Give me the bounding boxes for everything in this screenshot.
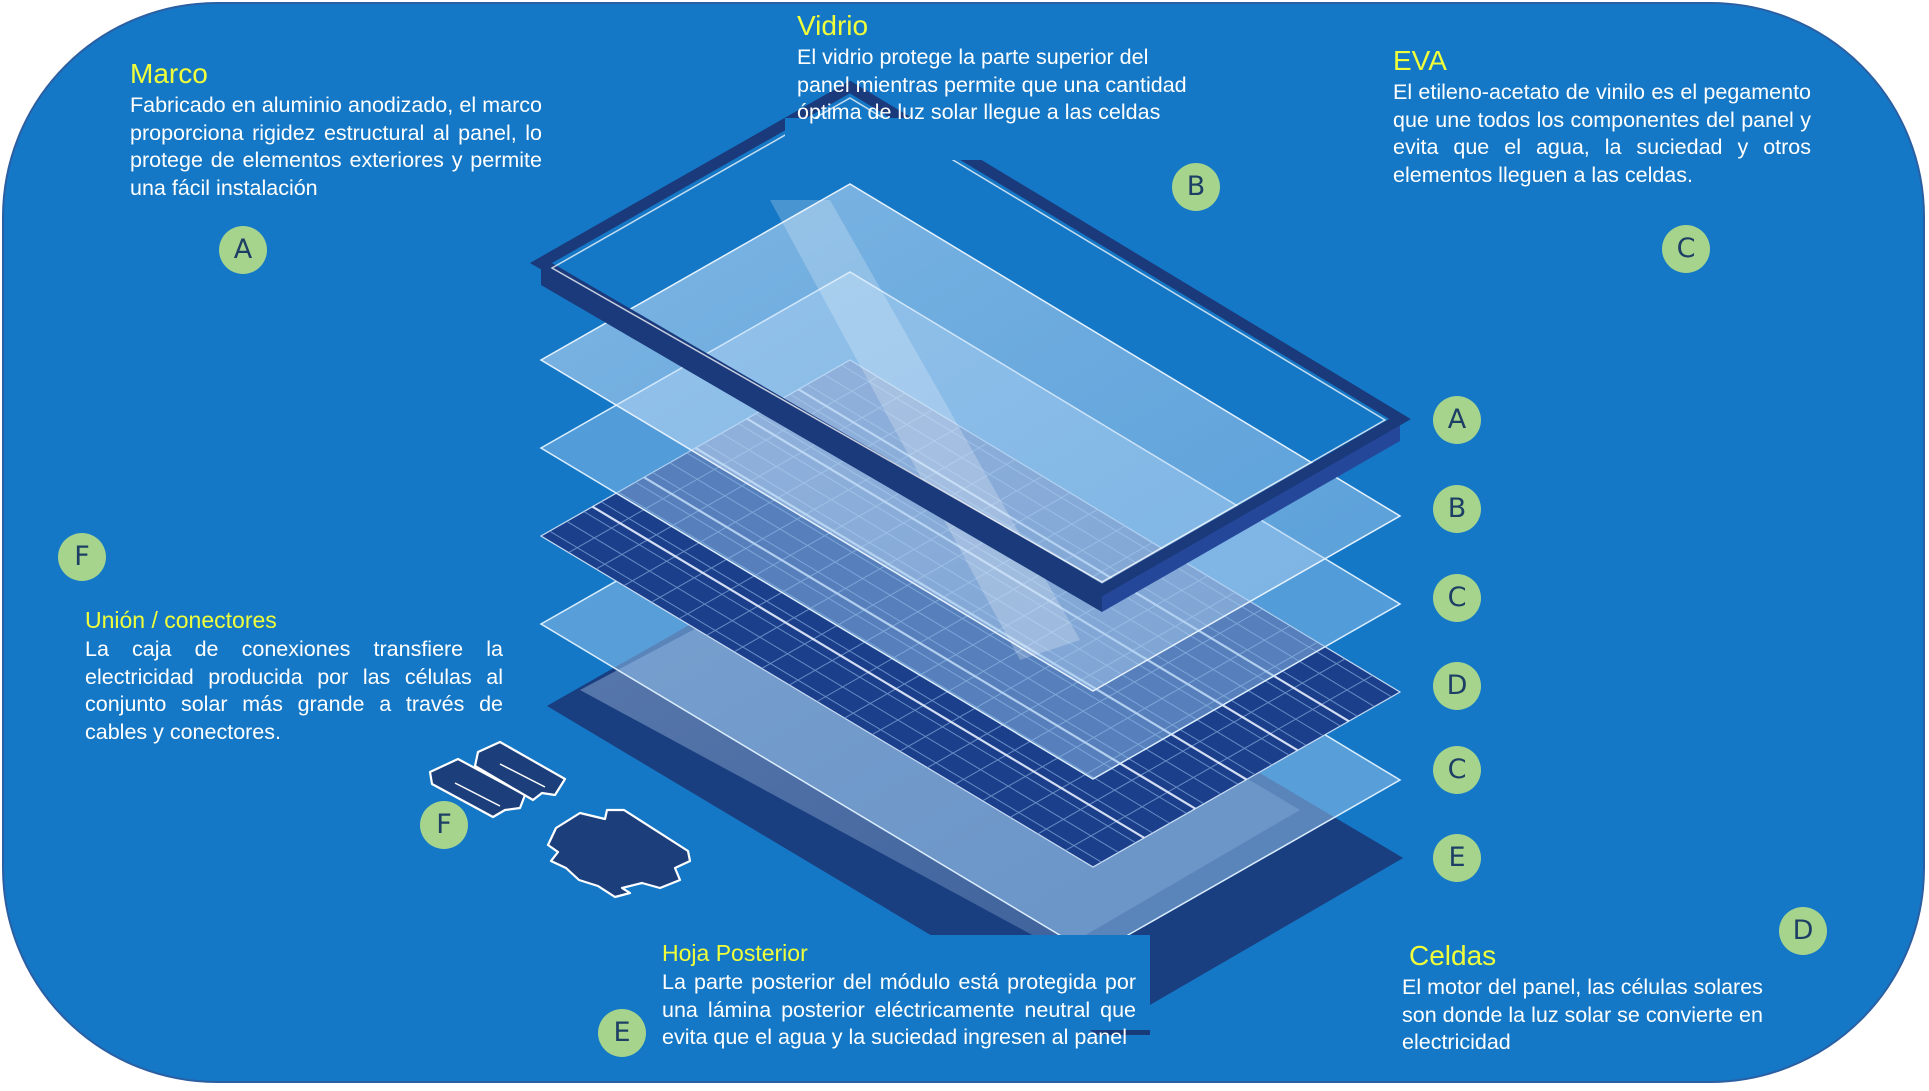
layer-label-b: B	[1433, 485, 1481, 533]
celdas-description: El motor del panel, las células solares …	[1402, 975, 1763, 1054]
eva-description: El etileno-acetato de vinilo es el pegam…	[1393, 80, 1811, 187]
section-celdas: Celdas El motor del panel, las células s…	[1402, 940, 1802, 1057]
frame-layer	[529, 80, 1411, 612]
hoja-badge: E	[598, 1009, 646, 1057]
vidrio-description: El vidrio protege la parte superior del …	[797, 45, 1187, 124]
marco-title: Marco	[130, 58, 208, 89]
vidrio-text-backdrop	[785, 118, 1190, 160]
celdas-badge: D	[1779, 907, 1827, 955]
marco-description: Fabricado en aluminio anodizado, el marc…	[130, 93, 542, 200]
union-description: La caja de conexiones transfiere la elec…	[85, 637, 503, 744]
cell-string-gap	[591, 505, 1145, 839]
union-badge: F	[58, 533, 106, 581]
junction-box	[546, 808, 692, 899]
eva-title: EVA	[1393, 45, 1447, 76]
layer-label-c2: C	[1433, 746, 1481, 794]
hoja-description: La parte posterior del módulo está prote…	[662, 970, 1136, 1049]
layer-label-d: D	[1433, 662, 1481, 710]
layer-label-c: C	[1433, 574, 1481, 622]
vidrio-title: Vidrio	[797, 10, 869, 41]
section-marco: Marco Fabricado en aluminio anodizado, e…	[130, 58, 542, 202]
connector-badge: F	[420, 801, 468, 849]
union-title: Unión / conectores	[85, 607, 277, 633]
hoja-text-backdrop	[658, 935, 1150, 1030]
layer-label-e: E	[1433, 834, 1481, 882]
celdas-title: Celdas	[1409, 940, 1497, 971]
cell-finger	[583, 511, 1136, 844]
vidrio-badge: B	[1172, 163, 1220, 211]
eva-badge: C	[1662, 225, 1710, 273]
section-union: Unión / conectores La caja de conexiones…	[85, 606, 503, 746]
cell-finger	[549, 530, 1102, 863]
marco-badge: A	[219, 226, 267, 274]
section-eva: EVA El etileno-acetato de vinilo es el p…	[1393, 45, 1811, 189]
section-vidrio: Vidrio El vidrio protege la parte superi…	[797, 10, 1189, 127]
cell-finger	[600, 501, 1153, 834]
glass-layer	[539, 183, 1402, 692]
section-hoja: Hoja Posterior La parte posterior del mó…	[662, 939, 1136, 1052]
cell-finger	[566, 520, 1119, 853]
hoja-title: Hoja Posterior	[662, 940, 808, 966]
layer-label-a: A	[1433, 396, 1481, 444]
connector-cables	[428, 740, 567, 819]
